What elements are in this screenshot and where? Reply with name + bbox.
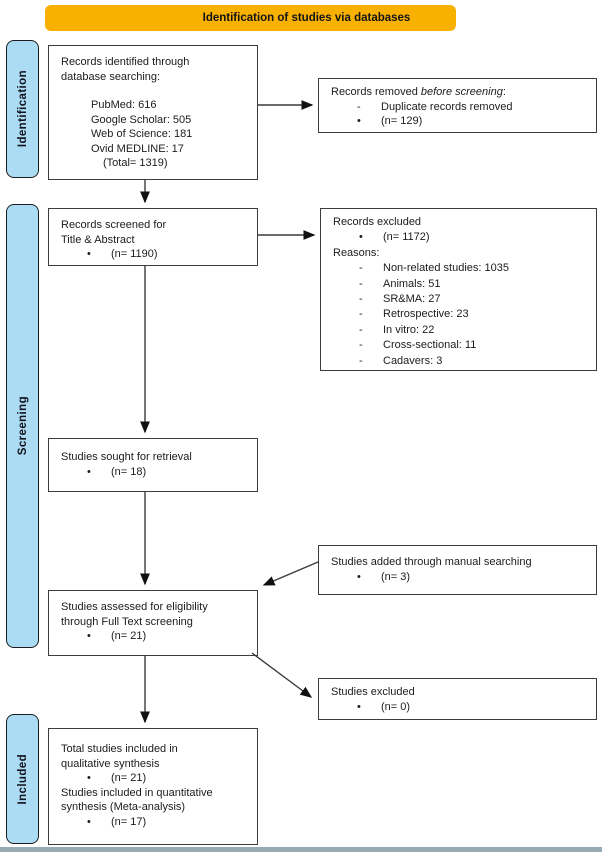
box-line: - Non-related studies: 1035 [333,261,588,276]
box-line: Records excluded [333,216,422,228]
line-text: (n= 17) [111,815,147,828]
line-text: Retrospective: 23 [383,308,469,321]
box-studies-sought-for-retrieval: Studies sought for retrieval • (n= 18) [48,438,258,492]
box-line: Records screened for [61,219,167,231]
box-line: database searching: [61,70,161,83]
stage-label-screening: Screening [6,204,39,648]
header-title: Identification of studies via databases [202,12,411,24]
bullet-marker-icon: • [87,630,91,642]
stage-label-text: Included [16,753,29,805]
box-line: Title & Abstract [61,233,135,246]
bullet-marker-icon: • [87,465,91,478]
box-line: (Total= 1319) [103,157,168,169]
box-line: synthesis (Meta-analysis) [61,801,186,813]
box-records-identified: Records identified through database searc… [48,45,258,180]
stage-label-text: Screening [16,396,29,456]
box-line: Records identified through [61,56,190,68]
line-text: (n= 18) [111,465,147,478]
box-line: Studies included in quantitative [61,786,213,799]
line-text: Duplicate records removed [381,100,513,113]
box-line: - Cadavers: 3 [333,354,588,369]
box-line: - In vitro: 22 [333,323,588,338]
line-text: (n= 0) [381,700,411,713]
header-banner: Identification of studies via databases [45,5,456,31]
bullet-marker-icon: • [359,231,363,244]
line-text: In vitro: 22 [383,323,435,336]
box-line: • (n= 3) [331,570,588,585]
dash-marker-icon: - [359,277,363,290]
box-line: Reasons: [333,246,380,259]
line-text: Animals: 51 [383,277,441,290]
bullet-marker-icon: • [357,115,361,127]
stage-label-text: Identification [16,70,29,148]
box-line: • (n= 0) [331,700,588,715]
box-line: Ovid MEDLINE: 17 [91,142,184,155]
box-line: - Animals: 51 [333,277,588,292]
box-line: Studies added through manual searching [331,556,532,568]
line-text: Non-related studies: 1035 [383,262,509,275]
line-text: Cadavers: 3 [383,354,443,367]
box-records-removed-before-screening: Records removed before screening: - Duplic… [318,78,597,133]
box-line: Web of Science: 181 [91,128,193,140]
box-studies-added-manual-searching: Studies added through manual searching • (… [318,545,597,595]
box-line: Total studies included in [61,743,178,755]
line-text: (n= 3) [381,570,411,583]
dash-marker-icon: - [359,339,363,352]
box-line: Records removed before screening: [331,86,506,98]
box-line: - SR&MA: 27 [333,292,588,307]
box-line: • (n= 17) [61,815,249,830]
box-line: • (n= 21) [61,771,249,786]
scan-edge-strip [0,847,602,852]
box-line: • (n= 21) [61,629,249,644]
stage-label-included: Included [6,714,39,844]
line-text: (n= 21) [111,630,147,642]
dash-marker-icon: - [359,354,363,367]
arrow-manual-to-assessed-icon [262,561,319,586]
bullet-marker-icon: • [357,570,361,583]
box-line: PubMed: 616 [91,99,157,111]
line-text: (n= 129) [381,115,423,127]
dash-marker-icon: - [359,323,363,336]
dash-marker-icon: - [357,100,361,113]
box-line: Studies excluded [331,686,415,698]
bullet-marker-icon: • [87,248,91,260]
dash-marker-icon: - [359,308,363,321]
box-studies-excluded: Studies excluded • (n= 0) [318,678,597,720]
box-line: - Duplicate records removed [331,100,588,115]
box-line: • (n= 129) [331,114,588,129]
bullet-marker-icon: • [87,815,91,828]
line-text: (n= 21) [111,772,147,784]
bullet-marker-icon: • [357,700,361,713]
box-line [61,84,249,98]
box-line: Studies sought for retrieval [61,451,192,463]
box-line: - Retrospective: 23 [333,307,588,322]
box-line: Google Scholar: 505 [91,113,192,126]
box-line: through Full Text screening [61,615,193,628]
box-line: • (n= 1190) [61,247,249,262]
line-text: (n= 1172) [383,231,430,244]
dash-marker-icon: - [359,262,363,275]
line-text: (n= 1190) [111,248,158,260]
box-studies-assessed-eligibility: Studies assessed for eligibility through … [48,590,258,656]
line-text: Cross-sectional: 11 [383,339,477,352]
dash-marker-icon: - [359,293,363,306]
box-line: • (n= 1172) [333,230,588,245]
arrow-assessed-to-excluded-icon [251,652,313,698]
box-line: Studies assessed for eligibility [61,601,208,613]
line-text: SR&MA: 27 [383,293,441,306]
box-line: • (n= 18) [61,465,249,480]
stage-label-identification: Identification [6,40,39,178]
box-line: - Cross-sectional: 11 [333,338,588,353]
bullet-marker-icon: • [87,772,91,784]
box-studies-included-synthesis: Total studies included in qualitative syn… [48,728,258,845]
box-line: qualitative synthesis [61,757,160,770]
box-records-excluded: Records excluded • (n= 1172)Reasons: - Non-r… [320,208,597,371]
